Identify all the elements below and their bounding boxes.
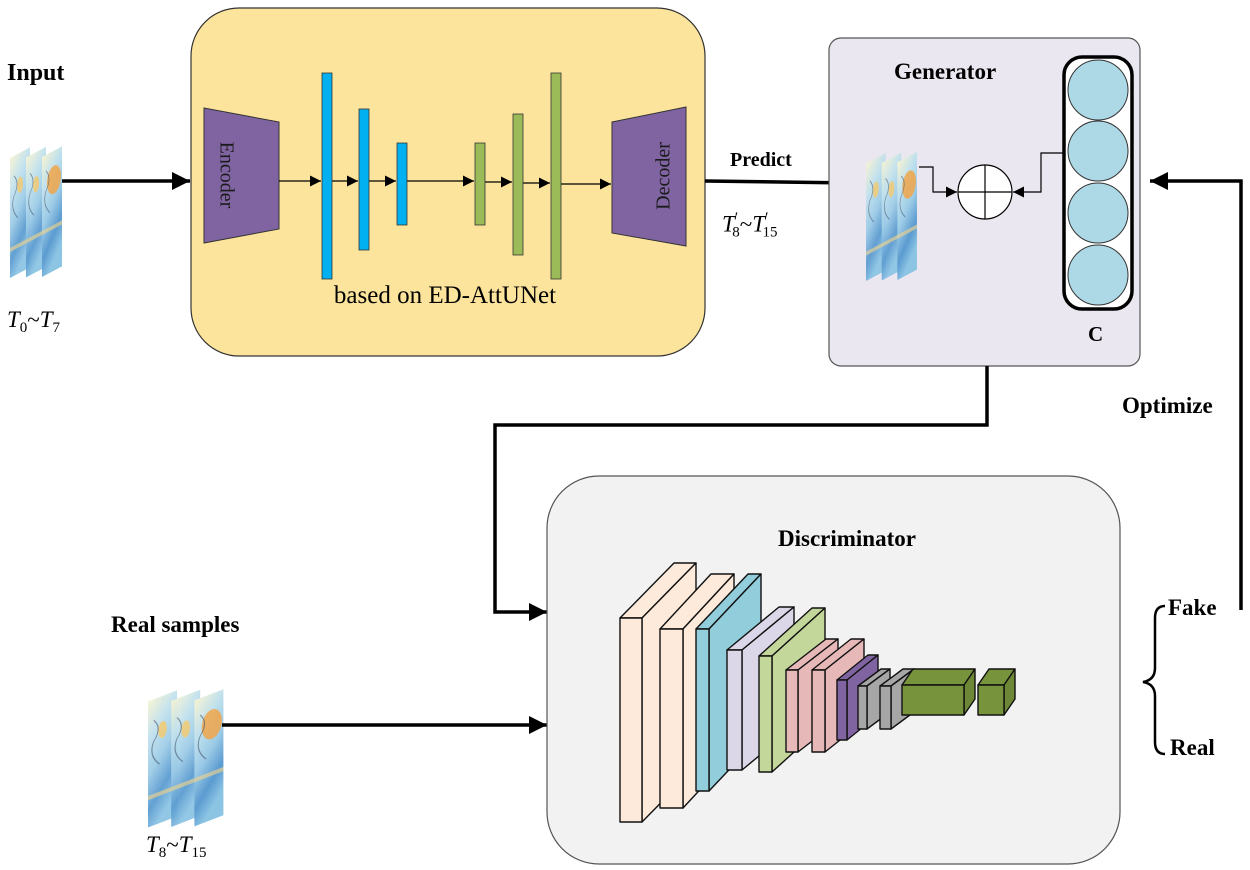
fake-label: Fake (1168, 595, 1217, 620)
c-circle-4 (1067, 244, 1129, 306)
range-t: T (146, 832, 159, 857)
layer-front-face (695, 628, 710, 792)
discriminator-layers (619, 562, 1016, 823)
decoder-bar-1 (474, 142, 486, 226)
optimize-arrow (1150, 172, 1243, 610)
range-to: 15 (762, 224, 778, 241)
encoder-label: Encoder (215, 141, 238, 209)
layer-front-face (619, 617, 643, 823)
real-samples-label: Real samples (111, 612, 240, 637)
real-samples-map-stack (147, 671, 224, 845)
c-circle-3 (1067, 182, 1129, 244)
range-from: 8 (158, 845, 167, 861)
encoder-bar-2 (358, 108, 370, 251)
range-to: 15 (191, 845, 207, 861)
decoder-label: Decoder (652, 142, 675, 210)
layer-front-face (857, 685, 868, 730)
sum-node-icon (957, 164, 1013, 220)
discriminator-title: Discriminator (778, 526, 916, 551)
encoder-bar-1 (321, 72, 333, 280)
map-to-sum-arrow (919, 166, 957, 198)
optimize-label: Optimize (1122, 393, 1213, 418)
range-sep: ~ (27, 307, 40, 332)
predict-range-label: T′8~T′15 (722, 210, 778, 242)
attunet-flow (279, 175, 611, 190)
c-to-sum-arrow (1013, 152, 1065, 198)
fake-real-brace (1142, 604, 1166, 756)
real-label: Real (1170, 735, 1215, 760)
layer-front-face (785, 669, 799, 753)
layer-front-face (836, 679, 848, 741)
range-t: T (39, 307, 53, 332)
range-t: T (7, 307, 20, 332)
range-sep: ~ (166, 832, 179, 857)
layer-front-face (726, 649, 743, 771)
real-range-label: T8~T15 (146, 832, 207, 862)
layer-top-face (901, 668, 976, 686)
predict-label: Predict (730, 149, 792, 171)
input-map-stack (9, 129, 63, 295)
encoder-shape (203, 107, 280, 244)
range-sep: ~ (739, 211, 753, 237)
c-circle-1 (1067, 59, 1129, 121)
input-range-label: T0~T7 (7, 307, 60, 337)
generator-map-stack (865, 135, 918, 298)
range-t: T (752, 211, 766, 237)
range-t: T (178, 832, 192, 857)
layer-front-face (758, 655, 773, 773)
decoder-bar-3 (550, 72, 562, 280)
c-circle-2 (1067, 120, 1129, 182)
decoder-shape (611, 106, 687, 247)
range-to: 7 (52, 320, 61, 336)
generator-to-discriminator-arrow (493, 366, 989, 621)
predict-arrow (704, 173, 853, 192)
prime-mark: ′ (734, 210, 739, 227)
generator-title: Generator (894, 59, 997, 84)
encoder-bar-3 (396, 142, 408, 226)
c-label: C (1088, 322, 1104, 346)
attunet-caption: based on ED-AttUNet (333, 282, 557, 309)
range-from: 0 (19, 320, 28, 336)
decoder-bar-2 (512, 113, 524, 256)
prime-mark: ′ (765, 210, 769, 227)
discriminator-layer-11 (901, 668, 976, 716)
range-from: 8 (732, 224, 740, 241)
layer-front-face (977, 684, 1005, 716)
layer-front-face (901, 684, 965, 716)
discriminator-layer-12 (977, 668, 1016, 716)
layer-front-face (879, 685, 892, 730)
range-t: T (722, 211, 735, 237)
layer-front-face (811, 669, 826, 753)
input-label: Input (7, 60, 65, 86)
layer-front-face (659, 628, 684, 809)
